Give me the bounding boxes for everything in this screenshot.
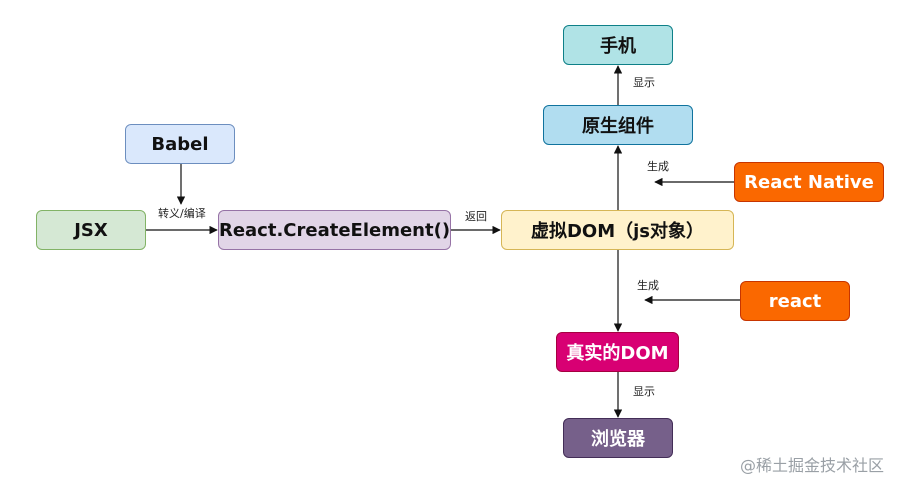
browser-node: 浏览器 (563, 418, 673, 458)
phone-node: 手机 (563, 25, 673, 65)
edge-label-generate-dom: 生成 (636, 279, 660, 292)
edge-label-generate-native: 生成 (646, 160, 670, 173)
watermark: @稀土掘金技术社区 (740, 456, 885, 475)
react-node: react (740, 281, 850, 321)
virtual-dom-node: 虚拟DOM（js对象） (501, 210, 734, 250)
react-native-node: React Native (734, 162, 884, 202)
babel-node: Babel (125, 124, 235, 164)
edge-label-translate-compile: 转义/编译 (157, 207, 207, 220)
edge-label-show-phone: 显示 (632, 76, 656, 89)
edge-label-show-browser: 显示 (632, 385, 656, 398)
native-components-node: 原生组件 (543, 105, 693, 145)
jsx-node: JSX (36, 210, 146, 250)
edge-label-return: 返回 (464, 210, 488, 223)
create-element-node: React.CreateElement() (218, 210, 451, 250)
real-dom-node: 真实的DOM (556, 332, 679, 372)
